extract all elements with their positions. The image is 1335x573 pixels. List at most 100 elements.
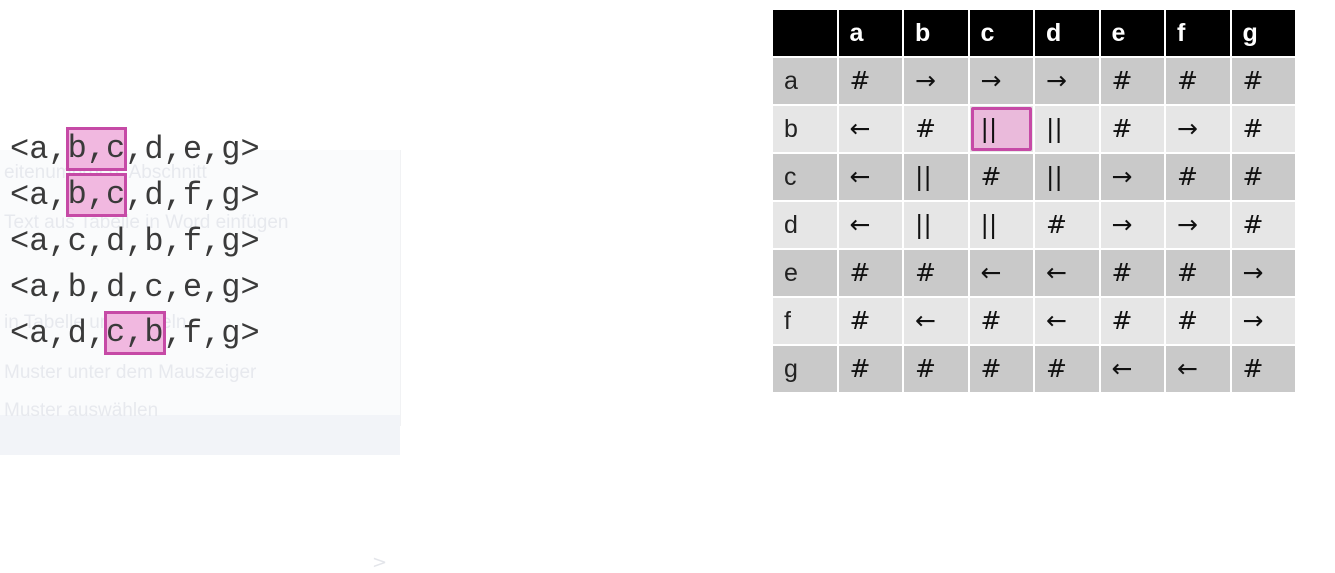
matrix-cell-value: # — [1111, 306, 1133, 335]
matrix-column-header: e — [1098, 8, 1166, 58]
matrix-cell: # — [1098, 248, 1166, 298]
sequence-line: <a,b,d,c,e,g> — [10, 264, 260, 310]
sequence-highlight: c,b — [104, 311, 166, 355]
ghost-menu-line: Text aus Tabelle in Word einfügen — [4, 212, 289, 233]
matrix-cell: # — [902, 344, 970, 394]
matrix-cell-highlighted: || — [967, 104, 1035, 154]
matrix-cell: ← — [902, 296, 970, 346]
matrix-body: a#→→→###b←#||||#→#c←||#||→##d←||||#→→#e#… — [771, 56, 1297, 394]
matrix-column-header: b — [902, 8, 970, 58]
matrix-cell: ← — [836, 200, 904, 250]
matrix-cell: # — [1033, 200, 1101, 250]
matrix-row-header: c — [771, 152, 839, 202]
matrix-cell-value: # — [1242, 66, 1264, 95]
matrix-cell: ← — [1033, 248, 1101, 298]
matrix-cell: # — [967, 152, 1035, 202]
matrix-cell-value: ← — [849, 162, 871, 191]
matrix-cell: # — [836, 248, 904, 298]
sequence-text: <a,c,d,b,f,g> — [10, 222, 260, 260]
sequence-highlight: b,c — [65, 127, 128, 171]
matrix-cell-value: # — [915, 114, 936, 143]
matrix-cell-value: || — [915, 210, 932, 239]
matrix-corner-cell — [771, 8, 839, 58]
sequence-list: <a,b,c,d,e,g><a,b,c,d,f,g><a,c,d,b,f,g><… — [10, 126, 260, 356]
matrix-cell-value: # — [1177, 66, 1198, 95]
matrix-cell: # — [1164, 248, 1232, 298]
matrix-row-header: e — [771, 248, 839, 298]
matrix-row: c ← || # || → # # — [771, 152, 1297, 202]
matrix-cell-value: # — [1177, 162, 1198, 191]
matrix-row-header: a — [771, 56, 839, 106]
matrix-cell: # — [836, 56, 904, 106]
sequence-text: <a,d, — [10, 314, 107, 352]
matrix-cell-value: ← — [915, 306, 936, 335]
matrix-cell-value: # — [849, 306, 871, 335]
matrix-cell-value: ← — [849, 210, 871, 239]
matrix-row-header: d — [771, 200, 839, 250]
sequence-text: <a,b,d,c,e,g> — [10, 268, 260, 306]
matrix-column-header: f — [1164, 8, 1232, 58]
matrix-cell-value: # — [1111, 114, 1133, 143]
matrix-cell-value: # — [980, 162, 1002, 191]
matrix-cell: → — [967, 56, 1035, 106]
matrix-cell-value: ← — [1177, 354, 1198, 383]
matrix-cell: # — [1164, 152, 1232, 202]
matrix-row-header: f — [771, 296, 839, 346]
matrix-cell-value: → — [1111, 210, 1133, 239]
matrix-cell-value: # — [1242, 354, 1264, 383]
matrix-row: a # → → → # # # — [771, 56, 1297, 106]
ghost-menu-line: Muster unter dem Mauszeiger — [4, 362, 257, 383]
matrix-row: d ← || || # → → # — [771, 200, 1297, 250]
matrix-cell: → — [1229, 248, 1297, 298]
matrix-column-header: g — [1229, 8, 1297, 58]
matrix-cell: → — [1033, 56, 1101, 106]
matrix-cell-value: # — [980, 354, 1002, 383]
matrix-cell: → — [1098, 200, 1166, 250]
matrix-cell-value: → — [1111, 162, 1133, 191]
ghost-chevron-right-icon: > — [372, 552, 388, 573]
matrix-cell-value: # — [849, 258, 871, 287]
matrix-cell-value: → — [1242, 306, 1264, 335]
matrix-cell: ← — [836, 152, 904, 202]
matrix-cell: # — [1229, 344, 1297, 394]
matrix-cell-value: → — [915, 66, 936, 95]
matrix-cell: # — [967, 296, 1035, 346]
matrix-row: g####←←# — [771, 344, 1297, 394]
matrix-cell-value: ← — [1111, 354, 1133, 383]
matrix-cell: || — [902, 152, 970, 202]
matrix-cell-value: # — [915, 354, 936, 383]
matrix-cell: # — [1229, 56, 1297, 106]
matrix-cell: # — [1164, 296, 1232, 346]
matrix-cell: ← — [967, 248, 1035, 298]
matrix-cell-value: → — [1177, 210, 1198, 239]
matrix-column-header: d — [1033, 8, 1101, 58]
matrix-cell-value: # — [915, 258, 936, 287]
matrix-cell: # — [836, 344, 904, 394]
matrix-cell-value: || — [980, 210, 998, 239]
matrix-cell-value: ← — [1046, 306, 1067, 335]
matrix-cell-value: # — [1111, 258, 1133, 287]
matrix-cell: || — [1033, 152, 1101, 202]
matrix-cell-value: # — [1111, 66, 1133, 95]
matrix-cell-value: ← — [1046, 258, 1067, 287]
sequence-text: <a, — [10, 176, 68, 214]
matrix-cell: → — [1098, 152, 1166, 202]
matrix-row: f # ← # ← # # → — [771, 296, 1297, 346]
sequence-text: <a, — [10, 130, 68, 168]
matrix-row: b←#||||#→# — [771, 104, 1297, 154]
ghost-menu-line: Muster auswählen — [4, 400, 159, 421]
matrix-cell-value: # — [849, 66, 871, 95]
matrix-cell: # — [1229, 152, 1297, 202]
sequence-text: ,d,f,g> — [125, 176, 260, 214]
matrix-cell: # — [1229, 200, 1297, 250]
matrix-cell-value: → — [980, 66, 1002, 95]
matrix-cell: → — [1164, 104, 1232, 154]
sequence-text: ,f,g> — [163, 314, 260, 352]
matrix-cell: || — [1033, 104, 1101, 154]
matrix-cell: → — [1164, 200, 1232, 250]
matrix-cell: # — [1098, 56, 1166, 106]
matrix-cell-value: # — [1177, 306, 1198, 335]
matrix-row-header: b — [771, 104, 839, 154]
